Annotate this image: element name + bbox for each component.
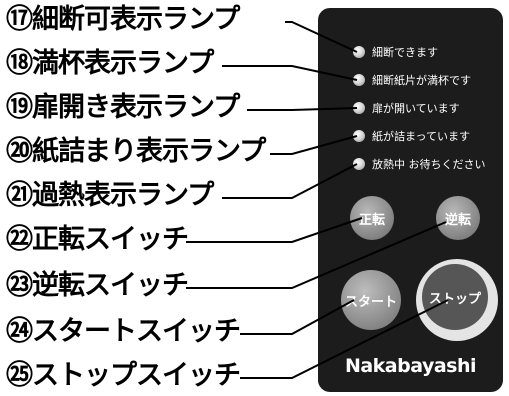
leader-line-20 [270, 135, 358, 155]
full-lamp-label: 細断紙片が満杯です [372, 74, 471, 87]
overheat-lamp-label: 放熱中 お待ちください [372, 158, 486, 171]
callout-number: ⑳ [6, 136, 33, 167]
door-open-lamp-label: 扉が開いています [372, 102, 460, 115]
shred-ready-lamp-label: 細断できます [372, 46, 438, 59]
door-open-lamp [353, 102, 365, 114]
callout-forward-switch: ㉒正転スイッチ [6, 224, 189, 255]
callout-number: ㉓ [6, 270, 33, 301]
callout-text: 逆転スイッチ [32, 270, 189, 301]
reverse-switch-label: 逆転 [444, 212, 471, 228]
shred-ready-lamp [353, 46, 365, 58]
overheat-lamp [353, 158, 365, 170]
callout-text: 過熱表示ランプ [32, 180, 214, 211]
leader-line-25 [240, 299, 449, 379]
paper-jam-lamp-label: 紙が詰まっています [372, 130, 471, 143]
callout-stop-switch: ㉕ストップスイッチ [6, 360, 241, 391]
callout-number: ㉔ [6, 316, 33, 347]
callout-text: 扉開き表示ランプ [32, 92, 240, 123]
callout-number: ⑲ [6, 92, 33, 123]
callout-start-switch: ㉔スタートスイッチ [6, 316, 241, 347]
callout-text: 細断可表示ランプ [32, 4, 240, 35]
paper-jam-lamp [353, 130, 365, 142]
callout-text: ストップスイッチ [32, 360, 241, 391]
callout-text: 紙詰まり表示ランプ [32, 136, 266, 167]
callout-reverse-switch: ㉓逆転スイッチ [6, 270, 189, 301]
leader-line-19 [247, 107, 358, 111]
forward-switch[interactable]: 正転 [350, 196, 394, 240]
leader-line-17 [285, 21, 358, 53]
leader-line-24 [240, 299, 355, 335]
callout-shred-ready-lamp: ⑰細断可表示ランプ [6, 4, 240, 35]
callout-number: ㉕ [6, 360, 33, 391]
full-lamp [353, 74, 365, 86]
callout-number: ㉑ [6, 180, 33, 211]
callout-number: ⑰ [6, 4, 33, 35]
forward-switch-label: 正転 [358, 212, 385, 228]
leader-line-22 [186, 217, 363, 243]
callout-text: 正転スイッチ [32, 224, 189, 255]
callout-number: ㉒ [6, 224, 33, 255]
start-switch[interactable]: スタート [341, 270, 401, 330]
leader-line-18 [222, 65, 358, 81]
callout-text: スタートスイッチ [32, 316, 241, 347]
callout-overheat-lamp: ㉑過熱表示ランプ [6, 180, 214, 211]
brand-logo: Nakabayashi [344, 355, 477, 377]
callout-full-lamp: ⑱満杯表示ランプ [6, 48, 214, 79]
leader-line-21 [222, 163, 358, 199]
callout-number: ⑱ [6, 48, 33, 79]
callout-door-open-lamp: ⑲扉開き表示ランプ [6, 92, 240, 123]
callout-text: 満杯表示ランプ [32, 48, 214, 79]
callout-paper-jam-lamp: ⑳紙詰まり表示ランプ [6, 136, 266, 167]
reverse-switch[interactable]: 逆転 [436, 196, 480, 240]
leader-line-23 [186, 221, 447, 289]
start-switch-label: スタート [344, 294, 397, 310]
